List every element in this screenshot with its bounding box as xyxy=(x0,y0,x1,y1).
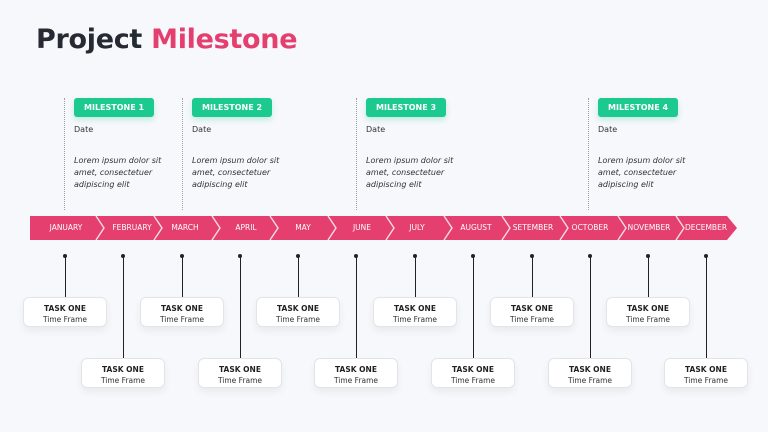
stem-3 xyxy=(182,256,183,297)
milestone-3-badge: MILESTONE 3 xyxy=(366,98,447,117)
milestone-4-date: Date xyxy=(598,125,618,134)
month-november: NOVEMBER xyxy=(627,223,671,232)
milestone-1-desc: Lorem ipsum dolor sit amet, consectetuer… xyxy=(74,156,162,189)
dot-2 xyxy=(121,254,125,258)
milestone-1-date: Date xyxy=(74,125,94,134)
dot-10 xyxy=(588,254,592,258)
stem-11 xyxy=(648,256,649,297)
task-name: TASK ONE xyxy=(277,304,319,313)
task-time-frame: Time Frame xyxy=(567,376,613,385)
milestone-4-badge: MILESTONE 4 xyxy=(598,98,679,117)
dot-7 xyxy=(413,254,417,258)
title-part-2: Milestone xyxy=(151,24,298,55)
timeline-arrow xyxy=(30,216,737,240)
month-march: MARCH xyxy=(171,223,199,232)
task-time-frame: Time Frame xyxy=(42,315,88,324)
task-card-july: TASK ONE Time Frame xyxy=(373,297,457,327)
task-name: TASK ONE xyxy=(685,365,727,374)
dot-1 xyxy=(63,254,67,258)
milestone-2-guide xyxy=(182,98,183,210)
task-name: TASK ONE xyxy=(394,304,436,313)
month-september: SETEMBER xyxy=(512,223,554,232)
dot-6 xyxy=(354,254,358,258)
milestone-1-badge: MILESTONE 1 xyxy=(74,98,155,117)
title-part-1: Project xyxy=(36,24,143,55)
month-august: AUGUST xyxy=(460,223,492,232)
task-time-frame: Time Frame xyxy=(683,376,729,385)
month-june: JUNE xyxy=(352,223,372,232)
task-name: TASK ONE xyxy=(335,365,377,374)
task-card-february: TASK ONE Time Frame xyxy=(81,358,165,388)
month-january: JANUARY xyxy=(49,223,83,232)
month-december: DECEMBER xyxy=(684,223,728,232)
task-name: TASK ONE xyxy=(452,365,494,374)
milestone-3-date: Date xyxy=(366,125,386,134)
task-card-november: TASK ONE Time Frame xyxy=(606,297,690,327)
milestone-1-guide xyxy=(64,98,65,210)
milestone-4-desc: Lorem ipsum dolor sit amet, consectetuer… xyxy=(598,156,686,189)
dot-3 xyxy=(180,254,184,258)
task-time-frame: Time Frame xyxy=(450,376,496,385)
stem-8 xyxy=(473,256,474,358)
task-card-march: TASK ONE Time Frame xyxy=(140,297,224,327)
milestone-4-guide xyxy=(588,98,589,210)
stem-5 xyxy=(298,256,299,297)
dot-12 xyxy=(704,254,708,258)
task-card-august: TASK ONE Time Frame xyxy=(431,358,515,388)
task-time-frame: Time Frame xyxy=(392,315,438,324)
task-name: TASK ONE xyxy=(569,365,611,374)
stem-1 xyxy=(65,256,66,297)
task-time-frame: Time Frame xyxy=(217,376,263,385)
month-october: OCTOBER xyxy=(571,223,609,232)
milestone-3-guide xyxy=(356,98,357,210)
task-card-september: TASK ONE Time Frame xyxy=(490,297,574,327)
task-name: TASK ONE xyxy=(511,304,553,313)
month-may: MAY xyxy=(295,223,311,232)
task-time-frame: Time Frame xyxy=(275,315,321,324)
task-time-frame: Time Frame xyxy=(159,315,205,324)
task-name: TASK ONE xyxy=(219,365,261,374)
month-april: APRIL xyxy=(235,223,257,232)
task-card-april: TASK ONE Time Frame xyxy=(198,358,282,388)
dot-11 xyxy=(646,254,650,258)
task-time-frame: Time Frame xyxy=(100,376,146,385)
milestone-3-desc: Lorem ipsum dolor sit amet, consectetuer… xyxy=(366,156,454,189)
task-card-may: TASK ONE Time Frame xyxy=(256,297,340,327)
task-name: TASK ONE xyxy=(44,304,86,313)
task-card-january: TASK ONE Time Frame xyxy=(23,297,107,327)
month-february: FEBRUARY xyxy=(112,223,152,232)
task-name: TASK ONE xyxy=(161,304,203,313)
stem-10 xyxy=(590,256,591,358)
stem-2 xyxy=(123,256,124,358)
task-card-october: TASK ONE Time Frame xyxy=(548,358,632,388)
milestone-2-desc: Lorem ipsum dolor sit amet, consectetuer… xyxy=(192,156,280,189)
stem-4 xyxy=(240,256,241,358)
dot-4 xyxy=(238,254,242,258)
stem-7 xyxy=(415,256,416,297)
task-name: TASK ONE xyxy=(627,304,669,313)
stem-9 xyxy=(532,256,533,297)
milestone-2-date: Date xyxy=(192,125,212,134)
timeline-bar: JANUARY FEBRUARY MARCH APRIL MAY JUNE JU… xyxy=(30,216,737,240)
dot-5 xyxy=(296,254,300,258)
task-card-december: TASK ONE Time Frame xyxy=(664,358,748,388)
task-time-frame: Time Frame xyxy=(509,315,555,324)
month-july: JULY xyxy=(409,223,425,232)
page-title: Project Milestone xyxy=(36,24,298,55)
stem-6 xyxy=(356,256,357,358)
stem-12 xyxy=(706,256,707,358)
task-time-frame: Time Frame xyxy=(333,376,379,385)
dot-9 xyxy=(530,254,534,258)
milestone-2-badge: MILESTONE 2 xyxy=(192,98,273,117)
task-card-june: TASK ONE Time Frame xyxy=(314,358,398,388)
task-time-frame: Time Frame xyxy=(625,315,671,324)
dot-8 xyxy=(471,254,475,258)
task-name: TASK ONE xyxy=(102,365,144,374)
